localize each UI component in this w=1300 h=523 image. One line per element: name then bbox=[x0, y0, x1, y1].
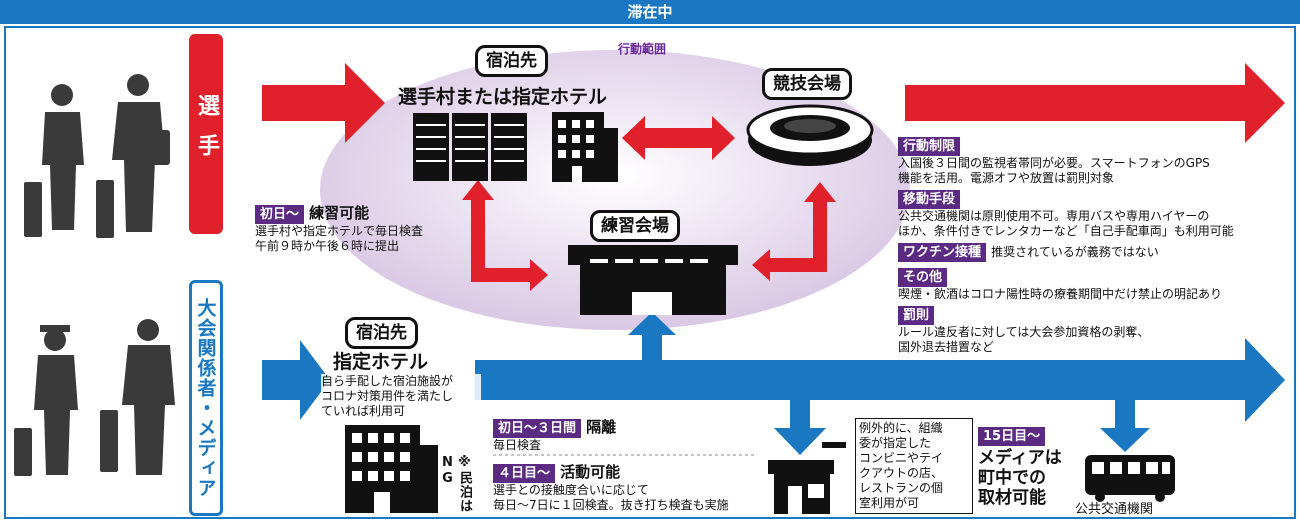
isolation-block: 初日〜３日間 隔離 毎日検査 bbox=[493, 416, 616, 453]
day1-tag: 初日〜 bbox=[255, 205, 305, 224]
staff-lodging-badge: 宿泊先 bbox=[345, 317, 418, 349]
staff-down-arrow-2 bbox=[1100, 400, 1150, 452]
staff-arrow-main bbox=[475, 338, 1285, 422]
day15-block: 15日目〜 メディアは 町中での 取材可能 bbox=[978, 425, 1062, 508]
rule-inline: 推奨されているが義務ではない bbox=[991, 245, 1159, 259]
lodging-name: 選手村または指定ホテル bbox=[398, 86, 608, 108]
staff-label: 大会関係者・メディア bbox=[194, 298, 217, 498]
athlete-village-icon bbox=[413, 113, 527, 181]
practice-badge: 練習会場 bbox=[590, 210, 680, 242]
exception-line: 例外的に、組織 bbox=[859, 421, 943, 435]
transit-label: 公共交通機関 bbox=[1075, 502, 1154, 517]
exception-line: レストランの個 bbox=[859, 481, 944, 495]
staff-silhouettes bbox=[14, 319, 175, 476]
rule-tag: 罰則 bbox=[898, 306, 935, 325]
day1-line1: 選手村や指定ホテルで毎日検査 bbox=[255, 224, 424, 238]
rule-line: 喫煙・飲酒はコロナ陽性時の療養期間中だけ禁止の明記あり bbox=[898, 287, 1223, 301]
rule-line: 国外退去措置など bbox=[898, 340, 995, 354]
activity-title: 活動可能 bbox=[560, 463, 621, 481]
rules-panel: 行動制限 入国後３日間の監視者帯同が必要。スマートフォンのGPS 機能を活用。電… bbox=[898, 135, 1293, 355]
rule-transport: 移動手段 公共交通機関は原則使用不可。専用バスや専用ハイヤーの ほか、条件付きで… bbox=[898, 188, 1293, 239]
staff-arrow-left bbox=[262, 340, 330, 420]
exception-line: コンビニやテイ bbox=[859, 451, 944, 465]
venue-badge: 競技会場 bbox=[762, 68, 852, 100]
day15-line2: 町中での bbox=[978, 468, 1046, 488]
lodging-badge: 宿泊先 bbox=[475, 45, 548, 77]
lodging-venue-arrow bbox=[622, 116, 735, 160]
staff-hotel-icon bbox=[345, 425, 438, 513]
staff-down-arrow-1 bbox=[774, 400, 826, 455]
activity-block: ４日目〜 活動可能 選手との接触度合いに応じて 毎日〜7日に１回検査。抜き打ち検… bbox=[493, 461, 729, 513]
rule-penalty: 罰則 ルール違反者に対しては大会参加資格の剥奪、 国外退去措置など bbox=[898, 304, 1293, 355]
exception-line: クアウトの店、 bbox=[859, 466, 944, 480]
rule-tag: 行動制限 bbox=[898, 137, 961, 156]
activity-tag: ４日目〜 bbox=[493, 464, 556, 483]
day1-title: 練習可能 bbox=[309, 204, 370, 222]
hotel-icon bbox=[552, 112, 618, 182]
rule-line: ほか、条件付きでレンタカーなど「自己手配車両」も利用可能 bbox=[898, 224, 1234, 238]
athlete-silhouettes bbox=[24, 74, 170, 238]
rule-other: その他 喫煙・飲酒はコロナ陽性時の療養期間中だけ禁止の明記あり bbox=[898, 266, 1293, 302]
stadium-icon bbox=[746, 104, 874, 166]
staff-band: 大会関係者・メディア bbox=[189, 280, 223, 516]
zone-label: 行動範囲 bbox=[618, 42, 667, 56]
day15-line3: 取材可能 bbox=[978, 488, 1046, 508]
activity-line1: 選手との接触度合いに応じて bbox=[493, 483, 649, 497]
staff-lodging-line3: ていれば利用可 bbox=[321, 404, 406, 418]
rule-line: 公共交通機関は原則使用不可。専用バスや専用ハイヤーの bbox=[898, 209, 1210, 223]
lodging-practice-arrow bbox=[471, 195, 535, 282]
athletes-label: 選手 bbox=[194, 94, 219, 174]
exception-box: 例外的に、組織 委が指定した コンビニやテイ クアウトの店、 レストランの個 室… bbox=[855, 418, 973, 514]
exception-line: 委が指定した bbox=[859, 436, 932, 450]
day15-tag: 15日目〜 bbox=[978, 427, 1046, 446]
rule-tag: その他 bbox=[898, 268, 948, 287]
staff-lodging-desc: 自ら手配した宿泊施設が コロナ対策用件を満たし ていれば利用可 bbox=[321, 374, 481, 419]
staff-up-arrow bbox=[628, 312, 676, 360]
isolation-title: 隔離 bbox=[586, 418, 617, 436]
minpaku-note: ※民泊はNG bbox=[440, 455, 472, 513]
header-bar: 滞在中 bbox=[0, 0, 1300, 24]
rule-line: ルール違反者に対しては大会参加資格の剥奪、 bbox=[898, 325, 1150, 339]
day15-line1: メディアは bbox=[978, 448, 1062, 468]
rule-vaccine: ワクチン接種 推奨されているが義務ではない bbox=[898, 241, 1293, 262]
isolation-sub: 毎日検査 bbox=[493, 438, 542, 452]
staff-lodging-line1: 自ら手配した宿泊施設が bbox=[321, 374, 454, 388]
venue-practice-arrow bbox=[765, 198, 827, 272]
rule-restriction: 行動制限 入国後３日間の監視者帯同が必要。スマートフォンのGPS 機能を活用。電… bbox=[898, 135, 1293, 186]
day1-block: 初日〜 練習可能 選手村や指定ホテルで毎日検査 午前９時か午後６時に提出 bbox=[255, 202, 423, 254]
rule-line: 機能を活用。電源オフや放置は罰則対象 bbox=[898, 171, 1115, 185]
isolation-tag: 初日〜３日間 bbox=[493, 419, 582, 438]
frame-border bbox=[4, 26, 1296, 519]
store-icon bbox=[768, 442, 846, 514]
train-icon bbox=[1085, 455, 1175, 502]
rule-tag: ワクチン接種 bbox=[898, 243, 987, 262]
exception-line: 室利用が可 bbox=[859, 496, 920, 510]
athlete-arrow-left bbox=[262, 63, 385, 143]
rule-tag: 移動手段 bbox=[898, 190, 961, 209]
staff-lodging-line2: コロナ対策用件を満たし bbox=[321, 389, 454, 403]
athletes-band: 選手 bbox=[189, 34, 223, 234]
header-title: 滞在中 bbox=[627, 3, 673, 21]
activity-line2: 毎日〜7日に１回検査。抜き打ち検査も実施 bbox=[493, 498, 729, 512]
staff-lodging-name: 指定ホテル bbox=[333, 351, 429, 373]
day1-line2: 午前９時か午後６時に提出 bbox=[255, 239, 400, 253]
athlete-arrow-right bbox=[905, 63, 1285, 143]
practice-venue-icon bbox=[568, 245, 738, 315]
rule-line: 入国後３日間の監視者帯同が必要。スマートフォンのGPS bbox=[898, 156, 1210, 170]
